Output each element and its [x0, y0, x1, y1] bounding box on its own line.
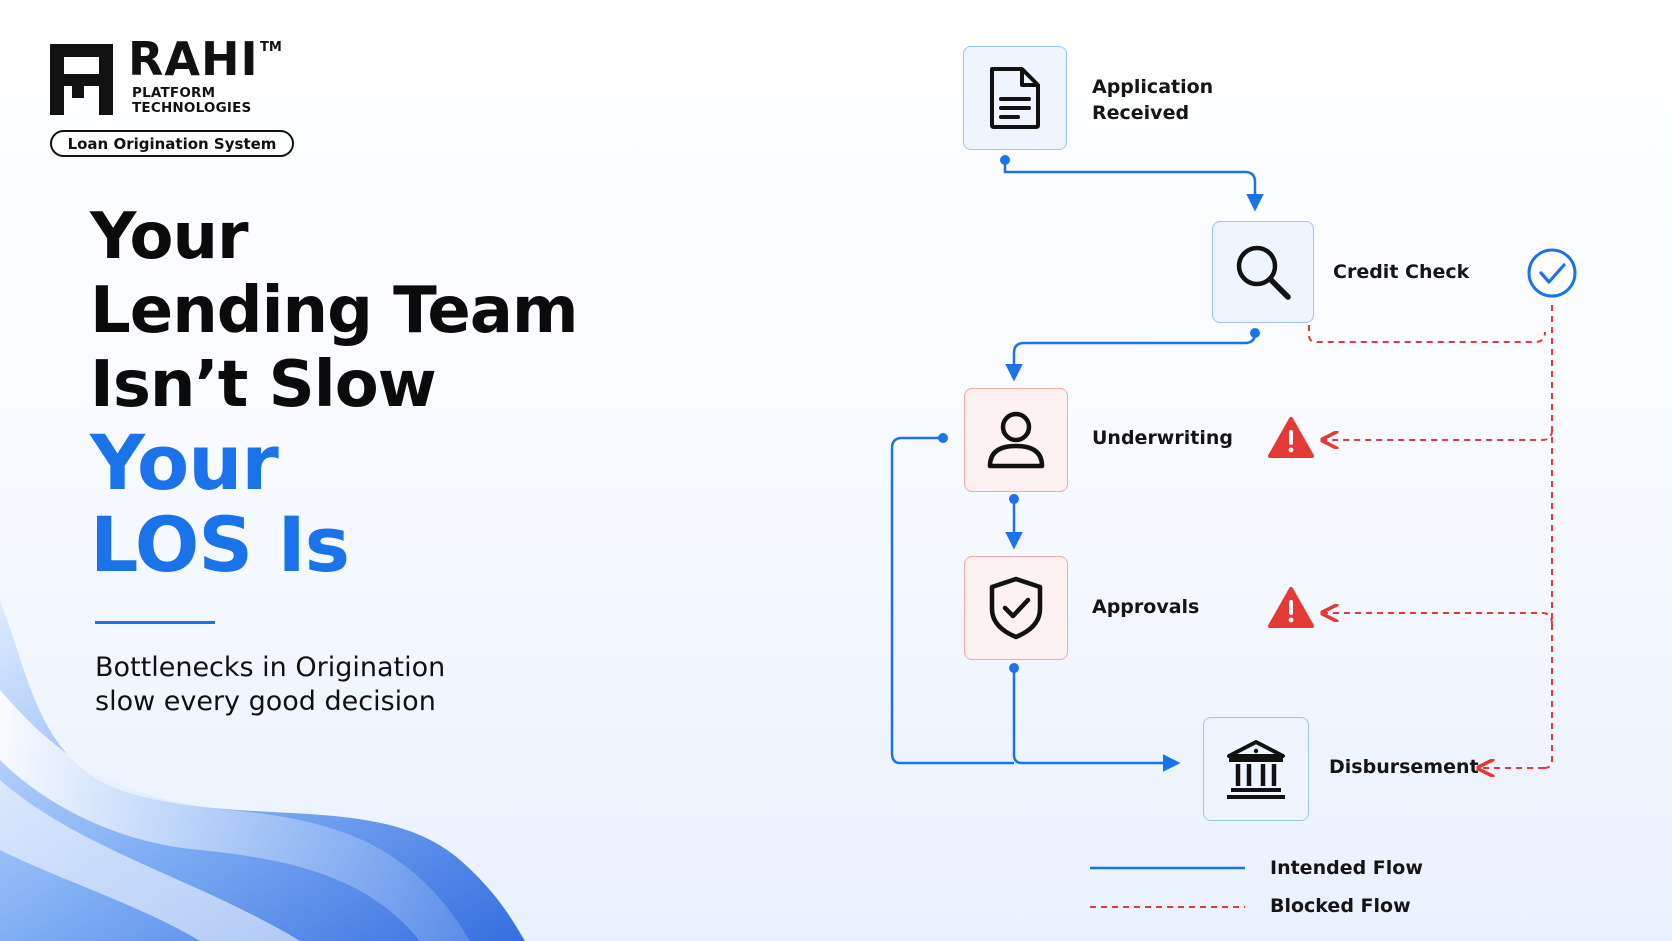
headline-line3: Isn’t Slow — [90, 348, 437, 422]
step-credit-check-box — [1212, 221, 1314, 323]
dot-underwriting — [1009, 494, 1019, 504]
flow-app-to-credit — [1003, 160, 1264, 212]
dot-loop — [938, 433, 948, 443]
person-icon — [987, 411, 1045, 469]
dot-approvals — [1009, 663, 1019, 673]
tagline: Bottlenecks in Origination slow every go… — [95, 651, 445, 719]
brand-sub-line1: PLATFORM — [132, 85, 216, 101]
step-credit-check-label: Credit Check — [1333, 261, 1470, 283]
step-application-label-line1: Application — [1092, 76, 1214, 98]
headline-line2: Lending Team — [90, 274, 579, 348]
rahi-logo-mark-icon — [50, 44, 113, 115]
step-disbursement-box — [1203, 717, 1309, 821]
check-circle-icon — [1527, 248, 1577, 298]
brand-subtitle: PLATFORM TECHNOLOGIES — [132, 86, 251, 116]
brand-trademark: TM — [260, 40, 282, 55]
blocked-to-underwriting — [1324, 429, 1553, 440]
tagline-line2: slow every good decision — [95, 686, 436, 717]
dot-app — [1000, 155, 1010, 165]
step-underwriting-box — [964, 388, 1068, 492]
headline: Your Lending Team Isn’t Slow Your LOS Is — [90, 200, 579, 589]
legend-blocked-label: Blocked Flow — [1270, 895, 1411, 917]
headline-divider — [95, 621, 215, 624]
step-approvals-box — [964, 556, 1068, 660]
warning-icon-approvals — [1268, 587, 1314, 628]
flow-loop-back — [890, 436, 1014, 765]
headline-line5: LOS Is — [90, 500, 350, 589]
step-disbursement-label: Disbursement — [1329, 756, 1479, 778]
step-application-label: Application Received — [1092, 74, 1213, 126]
product-badge: Loan Origination System — [50, 130, 294, 157]
headline-line1: Your — [90, 200, 249, 274]
step-approvals-label: Approvals — [1092, 596, 1200, 618]
bank-icon — [1227, 740, 1285, 799]
blocked-trunk — [1543, 305, 1553, 769]
tagline-line1: Bottlenecks in Origination — [95, 652, 446, 683]
brand-name: RAHI — [128, 32, 259, 86]
flow-credit-to-underwriting — [1005, 332, 1257, 382]
blocked-credit-branch — [1308, 325, 1546, 343]
legend-intended-label: Intended Flow — [1270, 857, 1423, 879]
magnifier-icon — [1236, 245, 1291, 300]
step-application-box — [963, 46, 1067, 150]
shield-check-icon — [989, 576, 1043, 640]
flow-approvals-to-disbursement — [1012, 668, 1181, 772]
headline-line4: Your — [90, 418, 279, 507]
document-icon — [990, 67, 1040, 129]
step-application-label-line2: Received — [1092, 102, 1190, 124]
blocked-to-approvals — [1324, 613, 1553, 625]
brand-sub-line2: TECHNOLOGIES — [132, 100, 252, 116]
dot-credit — [1250, 328, 1260, 338]
step-underwriting-label: Underwriting — [1092, 427, 1233, 449]
warning-icon-underwriting — [1268, 417, 1314, 458]
